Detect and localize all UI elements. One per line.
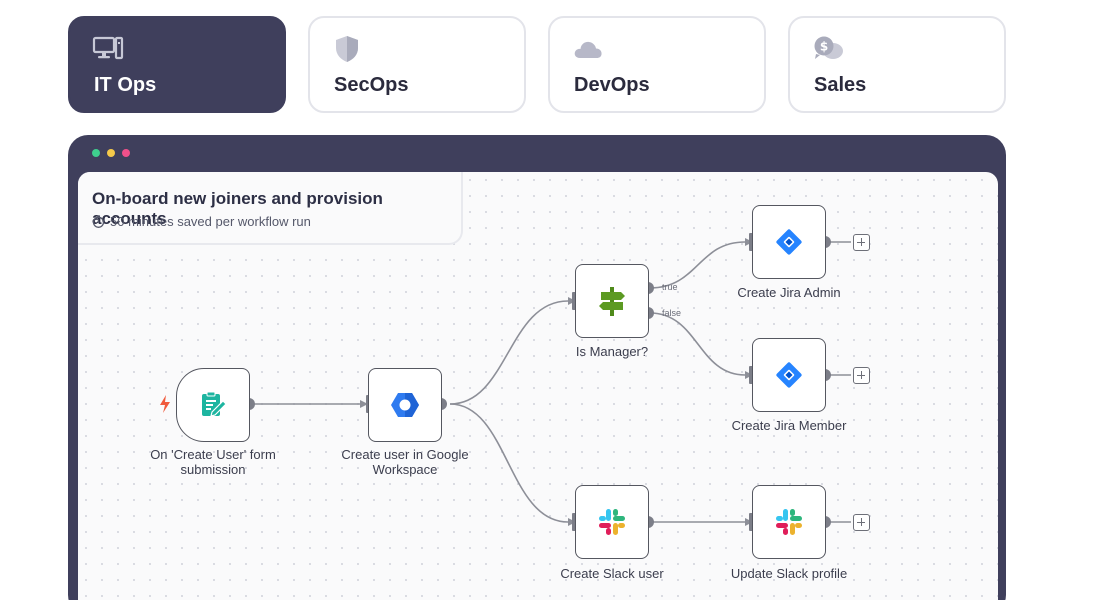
node-label-slack-profile: Update Slack profile [730,566,848,581]
node-form-trigger[interactable] [176,368,250,442]
google-workspace-icon [391,393,419,417]
node-label-google: Create user in Google Workspace [341,447,469,477]
node-update-slack-profile[interactable] [752,485,826,559]
tab-sales[interactable]: $ Sales [788,16,1006,113]
window-dot-green [92,149,100,157]
tab-label: IT Ops [94,74,157,96]
workflow-canvas[interactable]: On-board new joiners and provision accou… [78,172,998,600]
signpost-icon [599,287,625,316]
node-google-workspace[interactable] [368,368,442,442]
edge-false [649,312,746,376]
node-is-manager[interactable] [575,264,649,338]
tab-secops[interactable]: SecOps [308,16,526,113]
cloud-icon [574,41,602,58]
tab-it-ops[interactable]: IT Ops [68,16,286,113]
slack-icon [776,509,802,535]
form-icon [202,391,227,417]
node-create-jira-admin[interactable] [752,205,826,279]
chat-money-icon: $ [814,36,843,59]
tab-label: SecOps [334,74,409,96]
node-label-jira-admin: Create Jira Admin [737,285,841,300]
svg-text:$: $ [820,40,828,54]
node-create-jira-member[interactable] [752,338,826,412]
jira-icon [776,229,802,255]
node-label-slack-user: Create Slack user [560,566,664,581]
edge-google-slack [449,403,569,523]
workflow-info-card: On-board new joiners and provision accou… [78,172,463,245]
edge-google-manager [449,300,569,405]
edge-label-false: false [662,308,682,318]
tab-devops[interactable]: DevOps [548,16,766,113]
node-label-manager: Is Manager? [575,344,649,359]
window-dot-pink [122,149,130,157]
arrow-google [360,400,368,408]
edge-true [649,241,746,289]
edge-label-true: true [662,282,678,292]
lightning-icon [160,395,170,413]
workflow-subtitle: 50 minutes saved per workflow run [92,214,311,229]
computer-icon [92,36,124,60]
slack-icon [599,509,625,535]
add-node-button[interactable] [853,367,870,384]
node-label-jira-member: Create Jira Member [731,418,847,433]
workflow-subtitle-text: 50 minutes saved per workflow run [110,214,311,229]
stopwatch-icon [92,215,105,228]
add-node-button[interactable] [853,514,870,531]
add-node-button[interactable] [853,234,870,251]
tab-label: Sales [814,74,867,96]
window-dot-yellow [107,149,115,157]
workflow-title: On-board new joiners and provision accou… [92,189,383,228]
jira-icon [776,362,802,388]
node-create-slack-user[interactable] [575,485,649,559]
node-label-trigger: On 'Create User' form submission [150,447,276,477]
shield-icon [336,36,358,62]
tab-label: DevOps [574,74,650,96]
